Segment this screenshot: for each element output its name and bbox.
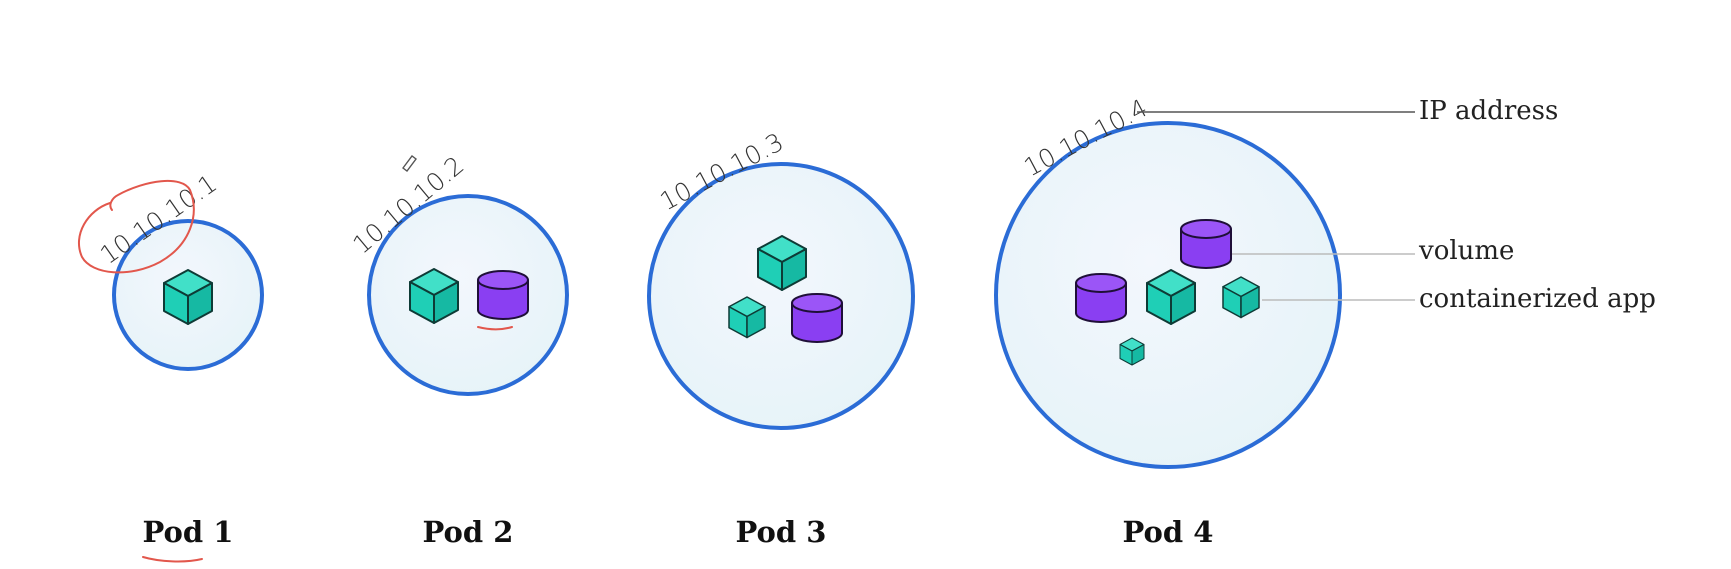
pod-1: 10.10.10.1 Pod 1 <box>77 169 264 563</box>
pod-1-label: Pod 1 <box>143 515 234 549</box>
cylinder-icon <box>1075 273 1127 323</box>
cube-icon <box>409 268 459 324</box>
cube-icon <box>1222 276 1260 319</box>
pod-4: 10.10.10.4 Pod 4 <box>994 93 1342 549</box>
pod-2-circle <box>367 194 569 396</box>
cylinder-icon <box>791 293 843 343</box>
legend-ip-address: IP address <box>1419 96 1558 126</box>
legend-containerized-app: containerized app <box>1419 284 1656 314</box>
legend: IP address volume containerized app <box>1137 96 1656 314</box>
annotation-circle <box>77 179 195 274</box>
cylinder-icon <box>477 270 529 320</box>
pod-4-label: Pod 4 <box>1123 515 1214 549</box>
cylinder-icon <box>1180 219 1232 269</box>
cube-icon <box>1146 269 1196 325</box>
pod-3-label: Pod 3 <box>736 515 827 549</box>
cube-icon <box>728 296 766 339</box>
annotation-underline <box>142 556 203 563</box>
pod-3-circle <box>647 162 915 430</box>
pod-3: 10.10.10.3 Pod 3 <box>647 127 915 549</box>
legend-volume: volume <box>1418 236 1514 266</box>
cube-icon <box>163 269 213 325</box>
cube-icon <box>1119 337 1145 366</box>
pod-2-label: Pod 2 <box>423 515 514 549</box>
pod-2: 10.10.10.2 Pod 2 <box>347 150 569 549</box>
pencil-mark <box>402 155 417 172</box>
cube-icon <box>757 235 807 291</box>
annotation-underline <box>477 326 513 331</box>
